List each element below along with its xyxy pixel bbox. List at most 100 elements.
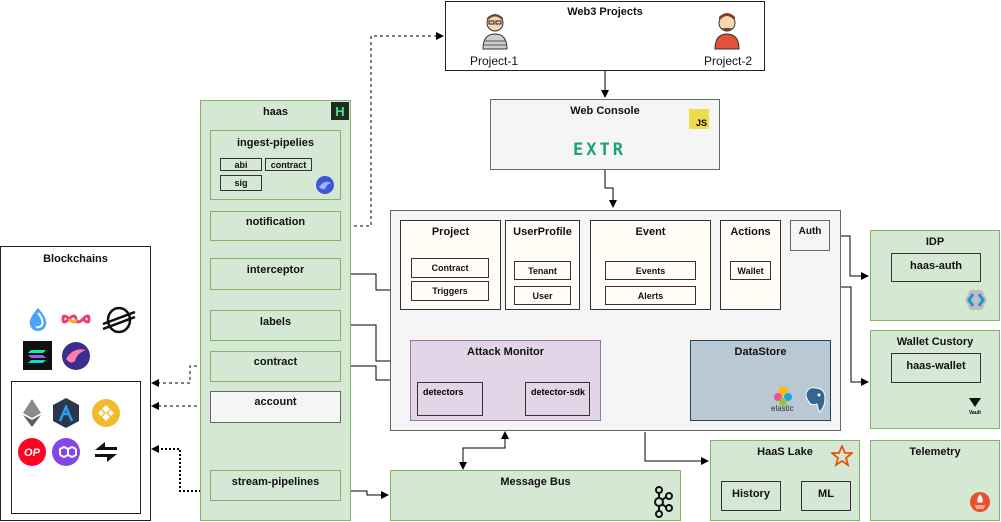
web-console-box: Web Console JS EXTR [490,99,720,170]
elastic-label: elastic [771,404,794,413]
history-label: History [732,488,770,500]
arbitrum-tide-icon [62,342,90,370]
datastore-box[interactable]: DataStore elastic [690,340,831,421]
ingest-pipelines-title: ingest-pipelies [236,137,315,149]
events-item[interactable]: Events [605,261,696,280]
haas-lake-box[interactable]: HaaS Lake History ML [710,440,860,521]
swap-arrows-icon [95,442,117,462]
detectors-box[interactable]: detectors [417,382,483,416]
stream-pipelines-label: stream-pipelines [231,476,320,488]
project-box[interactable]: Project Contract Triggers [400,220,501,310]
edge-attack-bus [459,431,509,470]
arbitrum-icon [53,398,79,428]
sui-icon [29,308,47,331]
contract-chip[interactable]: contract [265,158,312,171]
edge-console-core [604,170,617,208]
edge-stream-blockchains [151,445,209,492]
svg-text:OP: OP [24,447,41,459]
project-title: Project [431,226,470,238]
event-box[interactable]: Event Events Alerts [590,220,711,310]
developer-avatar-icon [714,13,740,50]
actions-title: Actions [730,226,771,238]
web-console-title: Web Console [570,105,640,117]
haas-auth-box[interactable]: haas-auth [891,253,981,282]
kafka-icon [654,486,673,518]
postgresql-icon [805,387,826,413]
prometheus-icon [970,492,990,512]
blockchains-box: Blockchains [0,246,151,521]
alerts-item[interactable]: Alerts [605,286,696,305]
attack-monitor-title: Attack Monitor [467,346,544,358]
solana-icon [23,341,52,370]
idp-title: IDP [925,236,945,248]
bnb-icon [92,399,120,427]
labels-label: labels [259,316,292,328]
ingest-pipelines-box[interactable]: ingest-pipelies abi contract sig [210,130,341,200]
edge-core-lake [644,432,709,465]
internet-computer-icon [61,314,91,324]
extr-logo: EXTR [573,140,626,160]
detectors-label: detectors [423,387,464,397]
sig-chip[interactable]: sig [220,175,262,191]
haas-logo-icon: H [331,102,349,120]
ml-label: ML [818,488,834,500]
polygon-icon [52,438,80,466]
labels-box[interactable]: labels [210,310,341,341]
stellar-icon [102,306,136,334]
star-icon [831,445,853,467]
telemetry-box[interactable]: Telemetry [870,440,1000,521]
tenant-item[interactable]: Tenant [514,261,571,280]
haas-auth-label: haas-auth [910,260,962,272]
auth-box[interactable]: Auth [790,220,830,251]
wallet-custody-box[interactable]: Wallet Custory haas-wallet Vault [870,330,1000,429]
contract-box[interactable]: contract [210,351,341,382]
haas-lake-title: HaaS Lake [757,446,813,458]
blockchains-title: Blockchains [43,253,108,265]
haas-wallet-box[interactable]: haas-wallet [891,353,981,383]
ethereum-icon [23,399,41,427]
evm-chains-box: OP [11,381,141,514]
contract-label: contract [253,356,298,368]
history-box[interactable]: History [721,481,781,511]
vault-label: Vault [969,410,981,416]
message-bus-title: Message Bus [500,476,571,488]
account-box[interactable]: account [210,391,341,423]
account-label: account [254,396,297,408]
edge-stream-bus [342,490,389,499]
interceptor-label: interceptor [246,264,305,276]
keycloak-icon [965,290,987,310]
actions-box[interactable]: Actions Wallet [720,220,781,310]
elastic-icon [774,386,792,406]
ml-box[interactable]: ML [801,481,851,511]
javascript-icon: JS [689,109,709,129]
attack-monitor-box[interactable]: Attack Monitor detectors detector-sdk [410,340,601,421]
wallet-item[interactable]: Wallet [730,261,771,280]
vault-icon [969,398,981,407]
web3-projects-title: Web3 Projects [567,6,643,18]
abi-chip[interactable]: abi [220,158,262,171]
edge-contract-blockchains [151,365,209,387]
auth-title: Auth [798,226,822,237]
detector-sdk-label: detector-sdk [531,387,586,397]
stream-pipelines-box[interactable]: stream-pipelines [210,470,341,501]
pipeline-bird-icon [316,176,334,194]
project-triggers-item[interactable]: Triggers [411,281,489,301]
edge-notification-web3 [342,32,444,227]
event-title: Event [635,226,666,238]
userprofile-box[interactable]: UserProfile Tenant User [505,220,580,310]
project-contract-item[interactable]: Contract [411,258,489,278]
wallet-custody-title: Wallet Custory [896,336,974,348]
haas-title: haas [262,106,289,118]
optimism-icon: OP [18,438,46,466]
userprofile-title: UserProfile [513,226,572,238]
project-1-label: Project-1 [470,54,519,68]
detector-sdk-box[interactable]: detector-sdk [525,382,590,416]
interceptor-box[interactable]: interceptor [210,258,341,290]
idp-box[interactable]: IDP haas-auth [870,230,1000,321]
notification-box[interactable]: notification [210,211,341,241]
message-bus-box[interactable]: Message Bus [390,470,681,521]
haas-wallet-label: haas-wallet [906,360,966,372]
user-item[interactable]: User [514,286,571,305]
project-2-label: Project-2 [704,54,753,68]
developer-avatar-icon [482,14,508,50]
